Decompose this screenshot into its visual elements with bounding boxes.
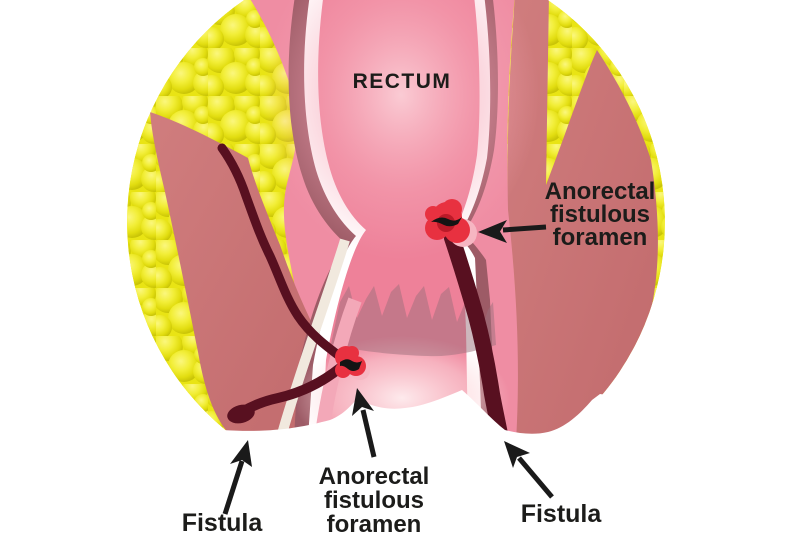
annotation-arrows — [222, 220, 554, 515]
bottom-white-mask — [0, 390, 810, 541]
fistula-left-label: Fistula — [182, 509, 264, 537]
arrow-lower-foramen — [352, 388, 377, 458]
rectum-label: RECTUM — [353, 70, 452, 93]
fistula-tract-left-branch — [237, 363, 345, 417]
upper-foramen-label: Anorectal fistulous foramen — [545, 178, 656, 251]
arrow-upper-foramen — [478, 220, 547, 243]
foramen-lesion-upper — [425, 199, 477, 247]
svg-text:fistulous: fistulous — [324, 487, 424, 514]
svg-text:foramen: foramen — [327, 511, 422, 538]
anatomy-disc — [127, 0, 665, 491]
arrow-fistula-left — [222, 440, 252, 515]
dentate-line — [331, 284, 496, 357]
fistula-tract-right — [444, 230, 508, 442]
fistula-external-opening-left — [227, 404, 255, 424]
right-muscle — [507, 0, 658, 442]
fistula-tract-left — [217, 143, 347, 363]
svg-text:fistulous: fistulous — [550, 201, 650, 228]
foramen-lesion-lower — [335, 346, 370, 380]
svg-text:Anorectal: Anorectal — [319, 463, 430, 490]
lower-foramen-label: Anorectal fistulous foramen — [319, 463, 430, 538]
svg-text:foramen: foramen — [553, 224, 648, 251]
fistula-right-label: Fistula — [521, 500, 603, 528]
svg-text:Anorectal: Anorectal — [545, 178, 656, 205]
lumen-highlight — [263, 0, 539, 260]
arrow-fistula-right — [504, 441, 554, 499]
left-muscle — [150, 112, 334, 442]
